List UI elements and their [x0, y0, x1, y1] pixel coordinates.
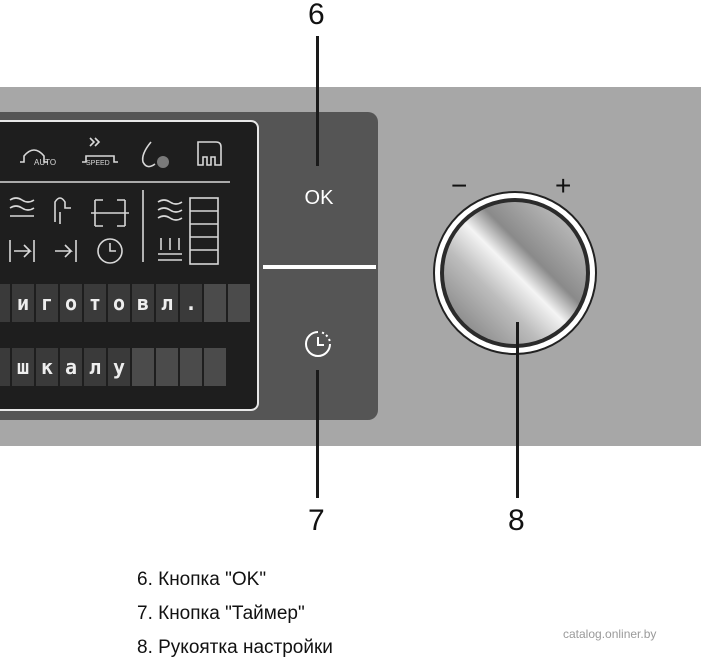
lcd-cell: т [84, 284, 106, 322]
clock-icon [97, 238, 123, 264]
callout-6: 6 [308, 0, 325, 31]
frame-icon [91, 199, 129, 227]
auto-program-icon [20, 149, 48, 163]
lcd-cell [132, 348, 154, 386]
skip-end-icon [55, 240, 77, 262]
legend-item-ok: 6. Кнопка "OK" [137, 569, 267, 590]
lcd-cell [228, 284, 250, 322]
speed-icon [82, 155, 118, 163]
leader-line-8 [516, 322, 519, 498]
lcd-cell [180, 348, 202, 386]
ok-button[interactable]: OK [304, 187, 334, 209]
watermark: catalog.onliner.by [563, 627, 657, 641]
lcd-cell: о [60, 284, 82, 322]
lcd-cell [0, 348, 10, 386]
lcd-cell [204, 284, 226, 322]
lcd-cell [204, 348, 226, 386]
lcd-cell: л [156, 284, 178, 322]
lcd-cell: у [108, 348, 130, 386]
fast-forward-icon [89, 137, 101, 147]
lcd-cell [156, 348, 178, 386]
display-icons: AUTO SPEED [0, 137, 230, 265]
lcd-cell: о [108, 284, 130, 322]
leader-line-7 [316, 370, 319, 498]
lcd-cell: ш [12, 348, 34, 386]
wave-icon [157, 199, 183, 221]
plus-mark: + [555, 170, 572, 201]
legend-item-knob: 8. Рукоятка настройки [137, 637, 333, 658]
auto-text: AUTO [34, 158, 56, 167]
legend-item-timer: 7. Кнопка "Таймер" [137, 603, 305, 624]
speed-text: SPEED [86, 160, 110, 167]
lcd-cell: в [132, 284, 154, 322]
timer-button[interactable] [302, 328, 334, 360]
heat-lines-icon [9, 197, 35, 217]
lcd-cell: и [12, 284, 34, 322]
legend: 6. Кнопка "OK" 7. Кнопка "Таймер" 8. Рук… [137, 568, 333, 670]
steam-icon [158, 238, 182, 261]
leader-line-6 [316, 36, 319, 166]
dishwasher-icon [197, 141, 222, 166]
callout-8: 8 [508, 504, 525, 537]
lcd-cell: а [60, 348, 82, 386]
callout-7: 7 [308, 504, 325, 537]
check-badge-icon [157, 156, 169, 168]
rack-icon [54, 197, 71, 224]
timer-icon [305, 331, 331, 357]
water-drop-icon [141, 141, 156, 168]
lcd-cell: л [84, 348, 106, 386]
minus-mark: − [451, 170, 468, 201]
skip-start-icon [9, 240, 35, 262]
lcd-cell [0, 284, 10, 322]
lcd-cell: . [180, 284, 202, 322]
lcd-cell: г [36, 284, 58, 322]
panel-divider [263, 265, 376, 269]
lcd-cell: к [36, 348, 58, 386]
level-bar-icon [189, 197, 219, 265]
settings-knob[interactable] [432, 190, 598, 356]
